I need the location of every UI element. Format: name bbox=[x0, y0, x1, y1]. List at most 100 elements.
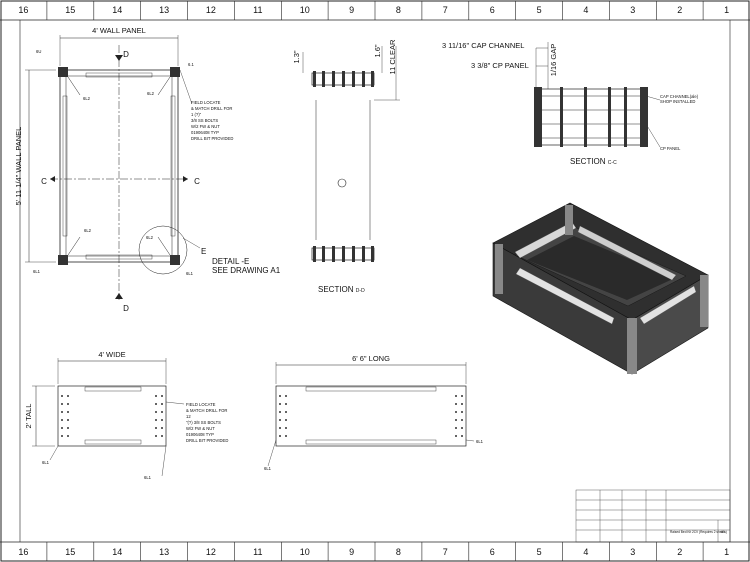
title-block-sheet: A1 bbox=[721, 530, 725, 534]
section-dd-label: SECTION D-D bbox=[318, 285, 365, 294]
plan-callout-8: 6L1 bbox=[186, 271, 194, 276]
bolt-hole bbox=[461, 419, 463, 421]
isometric-render bbox=[492, 202, 709, 375]
bolt-hole bbox=[285, 403, 287, 405]
zone-label-top-8: 8 bbox=[396, 5, 401, 15]
zone-label-top-6: 6 bbox=[490, 5, 495, 15]
bolt-hole bbox=[161, 395, 163, 397]
section-dd-dim-right-2: 11 CLEAR bbox=[388, 39, 397, 74]
bolt-hole bbox=[455, 435, 457, 437]
zone-label-bottom-2: 2 bbox=[677, 547, 682, 557]
bolt-hole bbox=[279, 411, 281, 413]
front-view bbox=[32, 358, 185, 477]
plan-section-arrows bbox=[50, 55, 188, 299]
plan-height-dim: 5' 11 1/4" WALL PANEL bbox=[14, 127, 23, 206]
plan-callout-3: 6L2 bbox=[83, 96, 91, 101]
plan-callout-7: 6L1 bbox=[33, 269, 41, 274]
zone-label-top-4: 4 bbox=[583, 5, 588, 15]
zone-label-bottom-6: 6 bbox=[490, 547, 495, 557]
bolt-hole bbox=[279, 419, 281, 421]
bolt-hole bbox=[279, 403, 281, 405]
plan-view bbox=[25, 35, 201, 300]
section-cc-label: SECTION C-C bbox=[570, 157, 617, 166]
bolt-hole bbox=[67, 411, 69, 413]
plan-note-line-3: 1 (?)" bbox=[191, 112, 202, 117]
bolt-hole bbox=[61, 395, 63, 397]
front-note-line-2: & MATCH DRILL FOR bbox=[186, 408, 227, 413]
zone-label-top-13: 13 bbox=[159, 5, 169, 15]
detail-text-2: SEE DRAWING A1 bbox=[212, 266, 281, 275]
zone-label-bottom-1: 1 bbox=[724, 547, 729, 557]
bolt-hole bbox=[61, 427, 63, 429]
front-width-dim: 4' WIDE bbox=[98, 350, 125, 359]
bolt-hole bbox=[161, 403, 163, 405]
plan-callout-5: 6L2 bbox=[84, 228, 92, 233]
front-bolt-note: FIELD LOCATE & MATCH DRILL FOR 12 "(?) 3… bbox=[186, 402, 228, 443]
bolt-hole bbox=[455, 411, 457, 413]
zone-label-bottom-7: 7 bbox=[443, 547, 448, 557]
plan-callout-6: 6L2 bbox=[146, 235, 154, 240]
front-note-line-1: FIELD LOCATE bbox=[186, 402, 216, 407]
plan-note-line-7: DRILL BIT PROVIDED bbox=[191, 136, 233, 141]
bolt-hole bbox=[285, 411, 287, 413]
bolt-hole bbox=[155, 419, 157, 421]
zone-label-bottom-13: 13 bbox=[159, 547, 169, 557]
plan-width-dim: 4' WALL PANEL bbox=[92, 26, 146, 35]
section-dd-top-ticks bbox=[313, 71, 374, 87]
section-dd-view bbox=[302, 46, 400, 261]
section-cc-dim-3: 1/16 GAP bbox=[549, 44, 558, 77]
bolt-hole bbox=[461, 395, 463, 397]
bolt-hole bbox=[455, 427, 457, 429]
plan-section-mark-left: C bbox=[41, 177, 47, 186]
plan-bolt-note: FIELD LOCATE & MATCH DRILL FOR 1 (?)" 3/… bbox=[191, 100, 233, 141]
bolt-hole bbox=[161, 435, 163, 437]
bolt-hole bbox=[279, 395, 281, 397]
zone-label-bottom-8: 8 bbox=[396, 547, 401, 557]
bolt-hole bbox=[161, 419, 163, 421]
side-view bbox=[267, 362, 475, 467]
zone-label-bottom-11: 11 bbox=[253, 547, 262, 557]
plan-section-mark-right: C bbox=[194, 177, 200, 186]
front-callout-2: 6L1 bbox=[144, 475, 152, 480]
detail-label: E bbox=[201, 247, 206, 256]
bolt-hole bbox=[155, 435, 157, 437]
bolt-hole bbox=[285, 419, 287, 421]
bracket-tick bbox=[313, 246, 316, 262]
bolt-hole bbox=[161, 411, 163, 413]
bolt-hole bbox=[455, 419, 457, 421]
plan-callout-2: 6.1 bbox=[188, 62, 194, 67]
bolt-hole bbox=[455, 403, 457, 405]
section-cc-title: SECTION bbox=[570, 157, 606, 166]
zone-label-top-14: 14 bbox=[112, 5, 122, 15]
zone-label-top-11: 11 bbox=[253, 5, 262, 15]
zone-label-top-15: 15 bbox=[65, 5, 75, 15]
bolt-hole bbox=[279, 435, 281, 437]
section-cc-note-2: CP PANEL bbox=[660, 146, 681, 151]
bolt-hole bbox=[161, 427, 163, 429]
bracket-tick bbox=[332, 71, 335, 87]
bolt-hole bbox=[61, 411, 63, 413]
bolt-hole bbox=[285, 395, 287, 397]
bolt-hole bbox=[155, 403, 157, 405]
bolt-hole bbox=[285, 427, 287, 429]
zone-label-top-3: 3 bbox=[630, 5, 635, 15]
zone-label-bottom-15: 15 bbox=[65, 547, 75, 557]
bracket-tick bbox=[342, 71, 345, 87]
bolt-hole bbox=[61, 403, 63, 405]
front-note-line-3: 12 bbox=[186, 414, 191, 419]
plan-note-line-4: 3/8 SS BOLTS bbox=[191, 118, 218, 123]
zone-label-top-16: 16 bbox=[18, 5, 28, 15]
plan-note-line-6: 01906408 TYP bbox=[191, 130, 219, 135]
zone-label-top-9: 9 bbox=[349, 5, 354, 15]
front-callout-1: 6L1 bbox=[42, 460, 50, 465]
detail-text-1: DETAIL -E bbox=[212, 257, 249, 266]
plan-callout-4: 6L2 bbox=[147, 91, 155, 96]
section-dd-dim-right-1: 1.6" bbox=[373, 44, 382, 57]
section-dd-bottom-ticks bbox=[313, 246, 374, 262]
bracket-tick bbox=[322, 71, 325, 87]
bracket-tick bbox=[342, 246, 345, 262]
bracket-tick bbox=[352, 246, 355, 262]
section-cc-dim-1: 3 11/16" CAP CHANNEL bbox=[442, 41, 524, 50]
